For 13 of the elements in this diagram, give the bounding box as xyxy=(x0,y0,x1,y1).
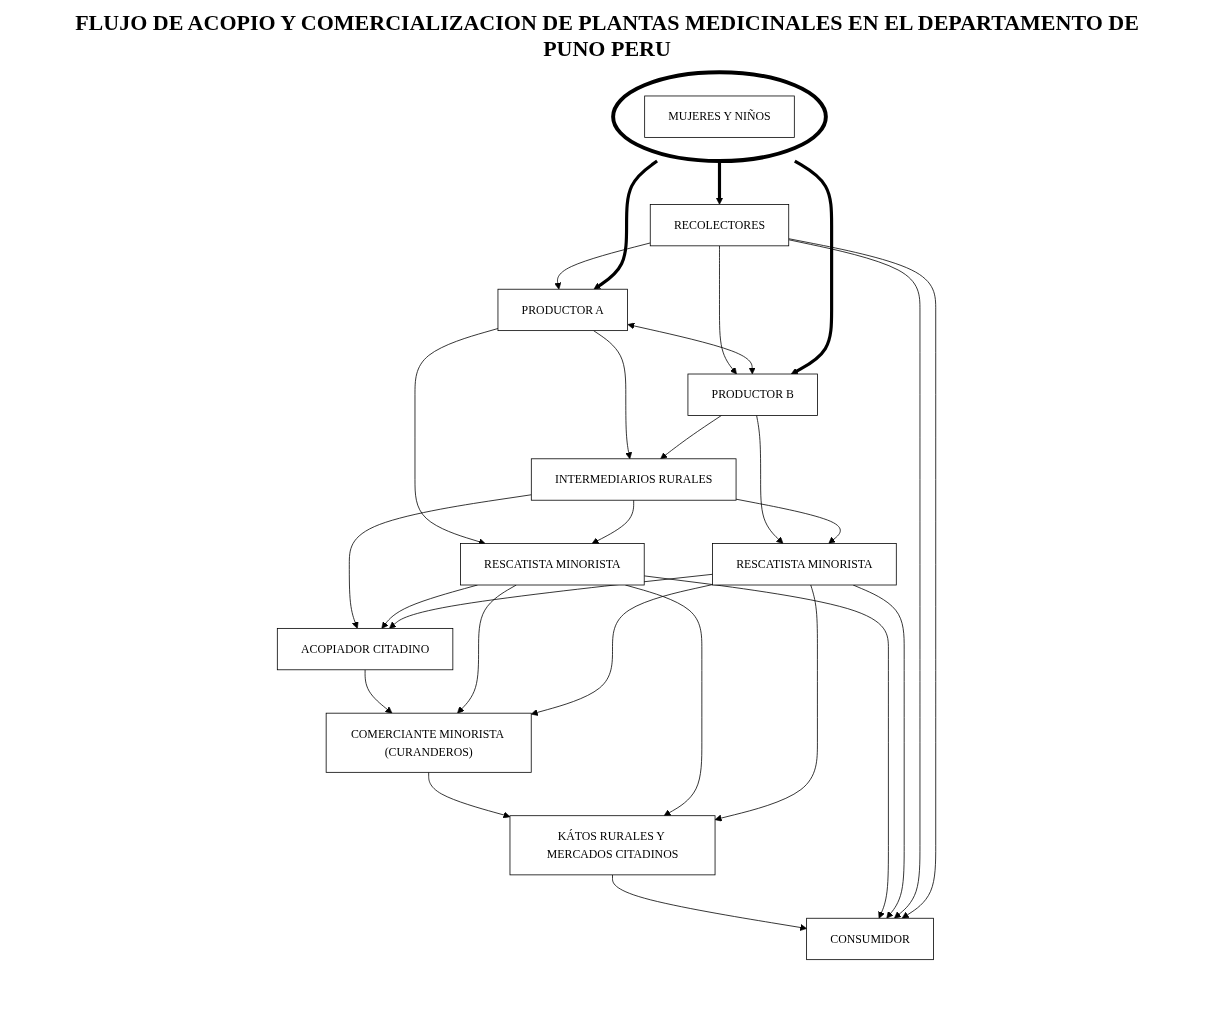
node-box: PRODUCTOR A xyxy=(498,288,629,332)
node-box: CONSUMIDOR xyxy=(806,917,935,961)
node-box: COMERCIANTE MINORISTA (CURANDEROS) xyxy=(326,712,533,773)
node-box: RESCATISTA MINORISTA xyxy=(460,543,646,586)
node-box: MUJERES Y NIÑOS xyxy=(644,95,796,138)
node-box: INTERMEDIARIOS RURALES xyxy=(531,458,737,501)
node-box: PRODUCTOR B xyxy=(688,373,819,416)
node-box: ACOPIADOR CITADINO xyxy=(277,628,454,671)
node-box: KÁTOS RURALES Y MERCADOS CITADINOS xyxy=(510,815,716,876)
arrow xyxy=(716,161,724,205)
node-box: RESCATISTA MINORISTA xyxy=(712,543,898,586)
node-box: RECOLECTORES xyxy=(650,204,790,247)
diagram-title: FLUJO DE ACOPIO Y COMERCIALIZACION DE PLANTAS MEDICINALES EN EL DEPARTAMENTO DE PUNO PERU xyxy=(74,10,1140,62)
